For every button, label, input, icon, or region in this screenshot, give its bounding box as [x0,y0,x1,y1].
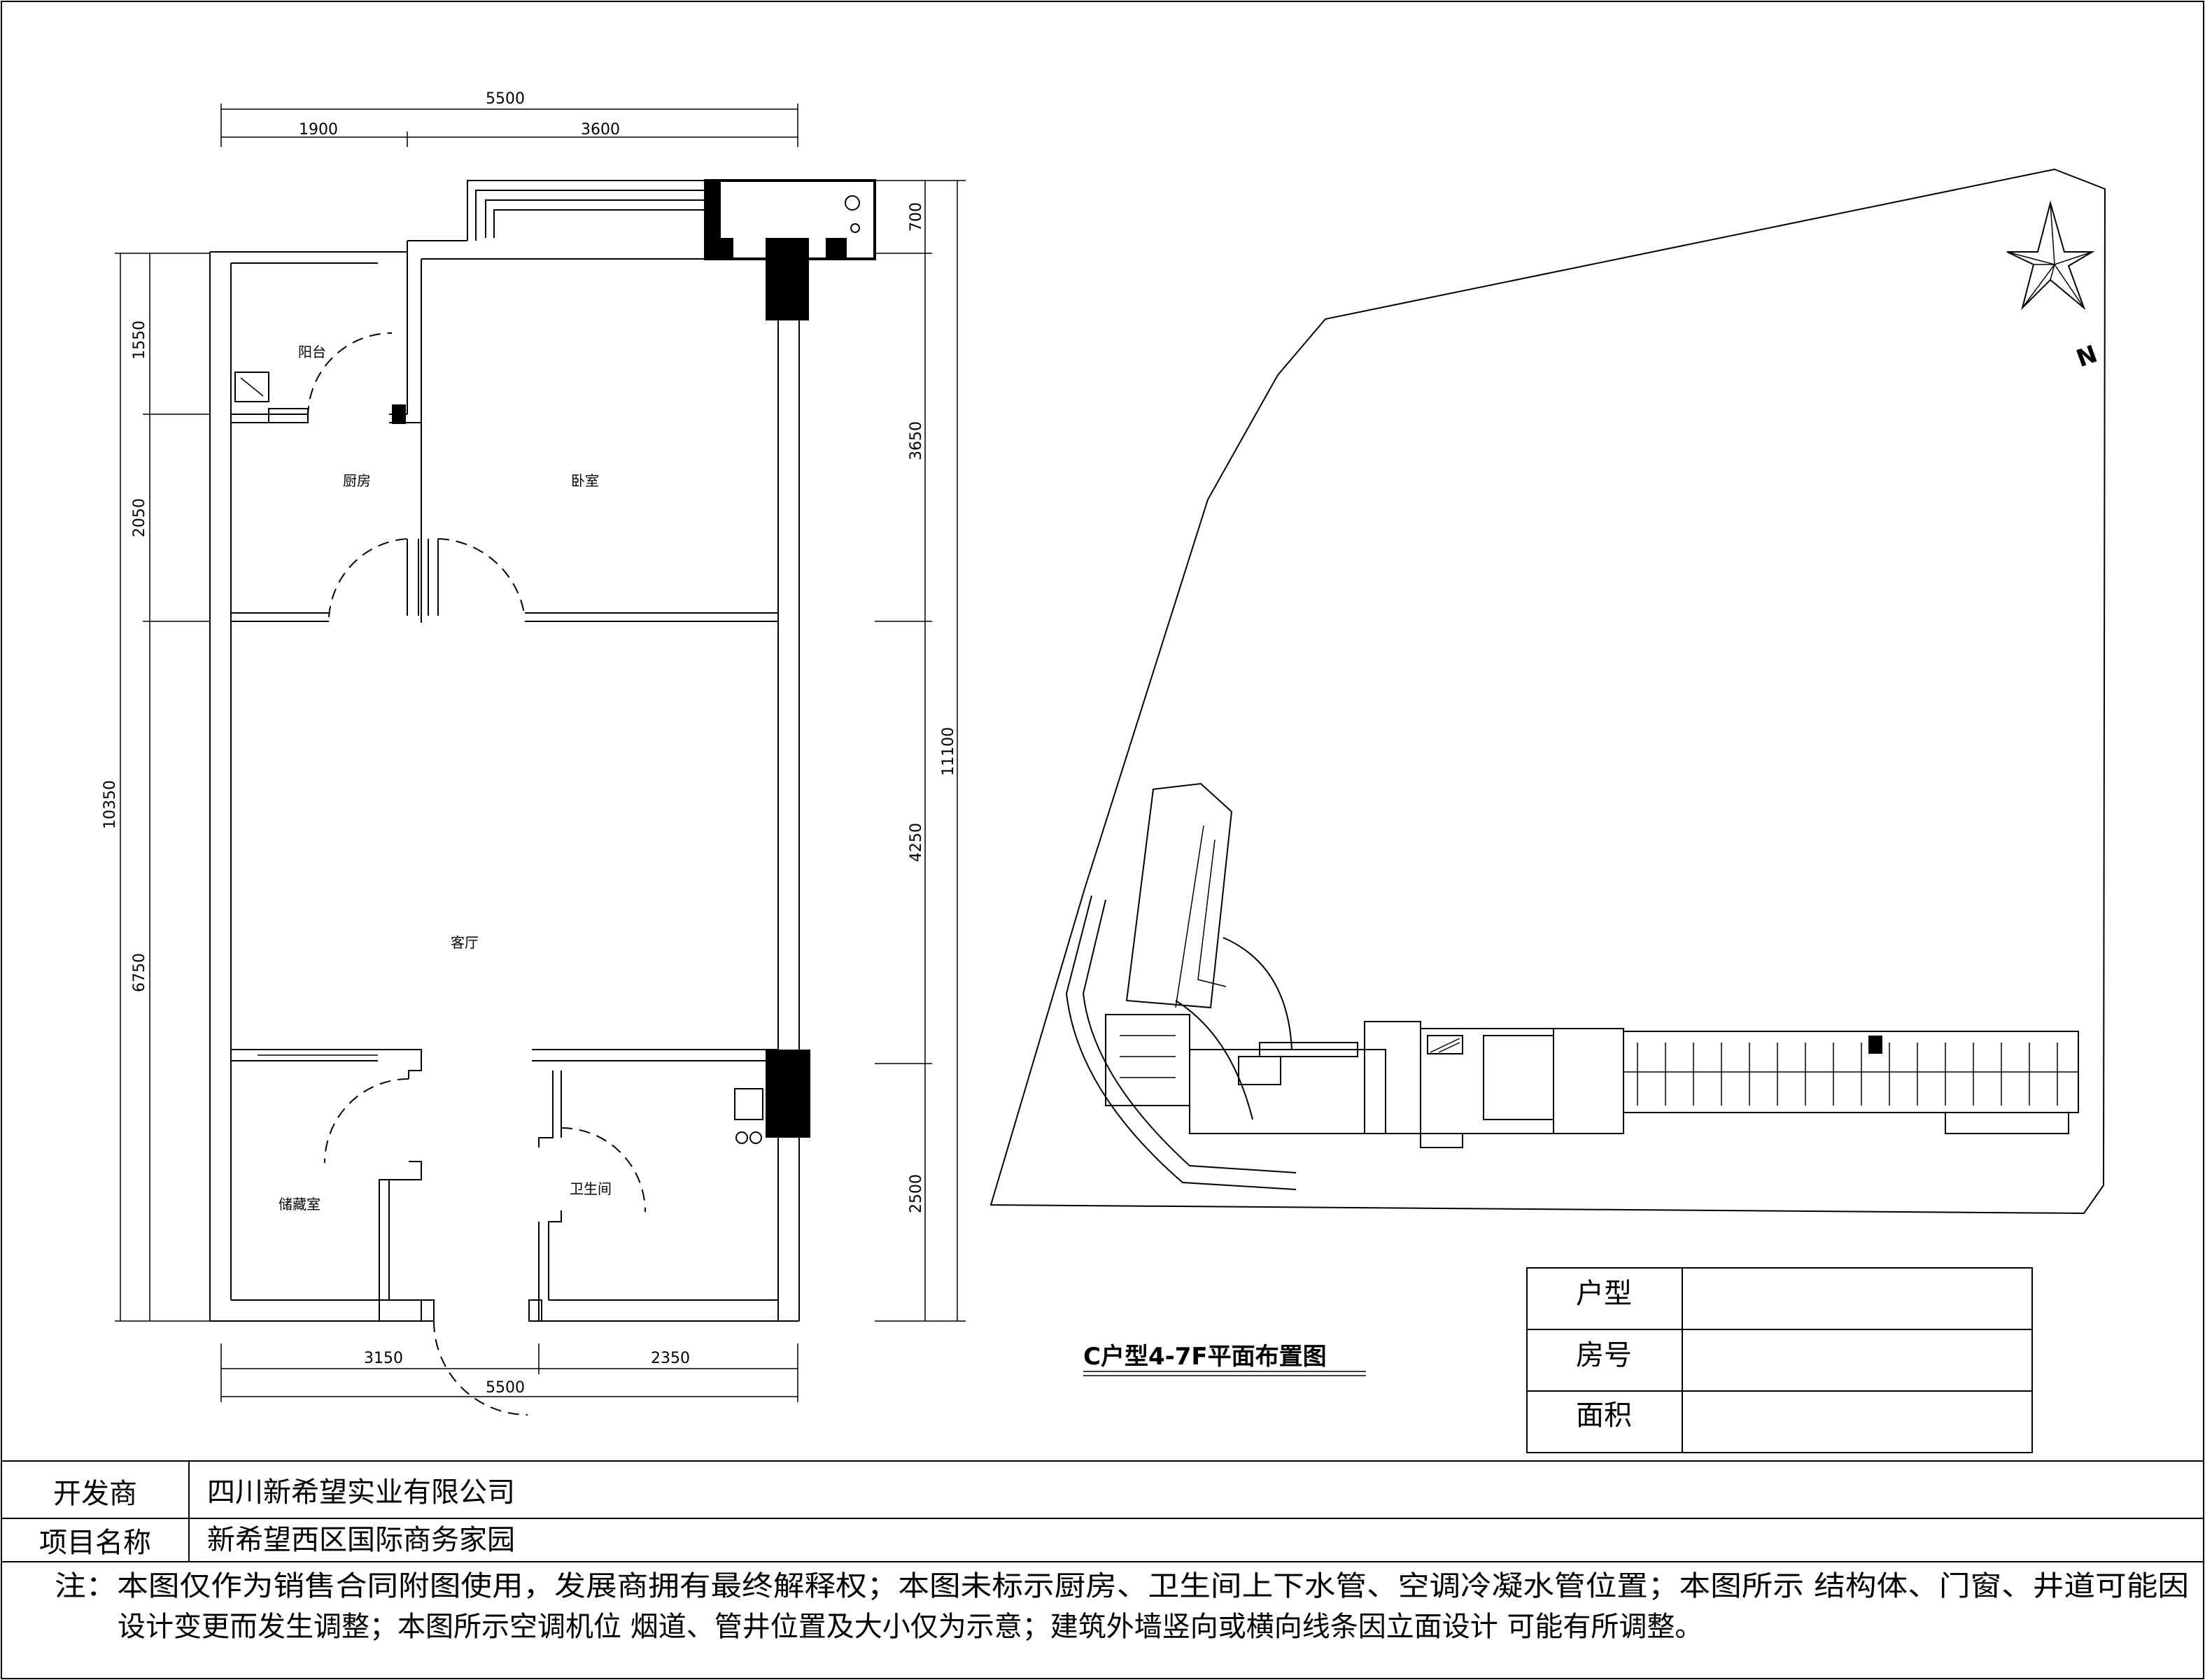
room-kitchen: 厨房 [343,472,371,489]
note-line-1: 注：本图仅作为销售合同附图使用，发展商拥有最终解释权；本图未标示厨房、卫生间上下… [55,1570,2189,1602]
right-dimensions: 700 3650 4250 2500 11100 [875,180,966,1322]
dim-top-left: 1900 [299,121,338,139]
info-table: 户型 房号 面积 [1526,1267,2033,1453]
dim-left-1: 1550 [131,320,148,360]
dim-right-2: 3650 [908,421,925,460]
top-dimensions: 5500 1900 3600 [220,90,798,147]
developer-label: 开发商 [53,1478,137,1510]
fixtures [234,195,860,1144]
dim-right-1: 700 [908,202,925,232]
plan-title: C户型4-7F平面布置图 [1083,1343,1327,1371]
dim-right-4: 2500 [908,1174,925,1213]
north-arrow-icon [2006,200,2095,311]
dim-bottom-total: 5500 [486,1379,525,1397]
site-plan: N [989,168,2106,1215]
dim-left-2: 2050 [131,498,148,537]
table-label-area: 面积 [1576,1399,1632,1432]
site-boundary [989,168,2106,1215]
dim-left-total: 10350 [101,780,119,829]
dim-top-total: 5500 [486,90,525,108]
project-value: 新希望西区国际商务家园 [207,1524,515,1556]
site-buildings [1065,782,2079,1190]
columns [392,182,847,1138]
walls [209,179,876,1322]
table-label-unit-type: 户型 [1576,1278,1632,1310]
doors [307,332,646,1416]
table-label-room-no: 房号 [1576,1339,1632,1371]
room-living: 客厅 [451,934,479,951]
developer-value: 四川新希望实业有限公司 [207,1476,515,1509]
note-line-2: 设计变更而发生调整；本图所示空调机位 烟道、管井位置及大小仅为示意；建筑外墙竖向… [118,1611,1703,1643]
room-balcony: 阳台 [298,344,326,360]
bottom-dimensions: 3150 2350 5500 [220,1343,798,1402]
left-dimensions: 1550 2050 6750 10350 [101,253,210,1322]
dim-top-right: 3600 [581,121,620,139]
floor-plan: 5500 1900 3600 3150 2350 5500 1550 2050 … [101,90,966,1416]
room-bathroom: 卫生间 [570,1180,612,1197]
dim-right-3: 4250 [908,823,925,862]
dim-bottom-right: 2350 [651,1350,690,1367]
north-label: N [2073,340,2101,373]
project-label: 项目名称 [39,1527,151,1559]
dim-left-3: 6750 [131,953,148,992]
footer: 开发商 四川新希望实业有限公司 项目名称 新希望西区国际商务家园 注：本图仅作为… [1,1460,2204,1643]
dim-bottom-left: 3150 [364,1350,403,1367]
room-bedroom: 卧室 [571,472,599,489]
room-storage: 储藏室 [279,1196,320,1213]
dim-right-total: 11100 [940,727,957,776]
